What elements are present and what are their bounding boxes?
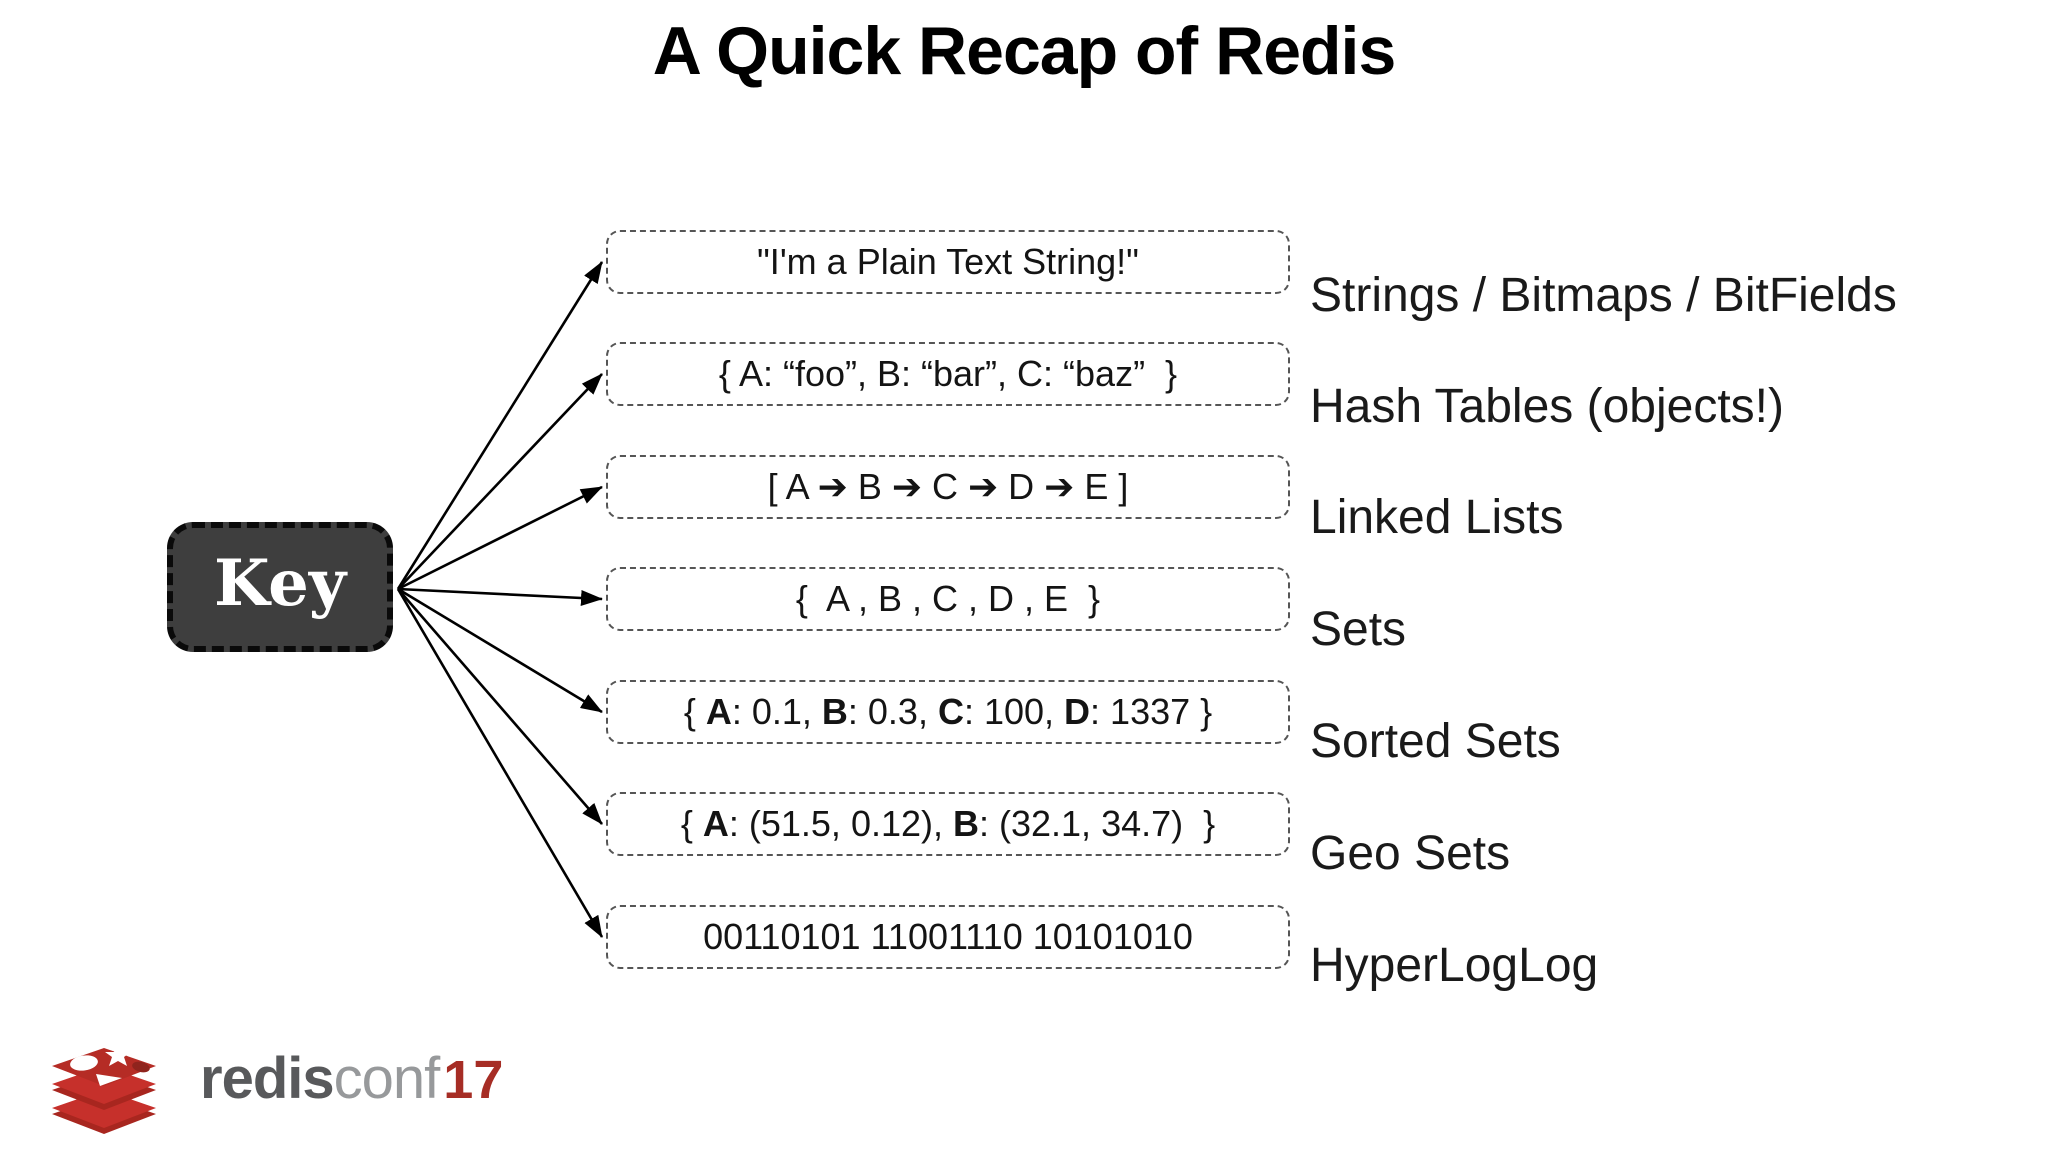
arrow-geoset [397,588,603,825]
arrow-sortedset [397,587,603,714]
logo-conf-text: conf [333,1046,441,1111]
value-text: "I'm a Plain Text String!" [757,241,1139,282]
redis-logo-icon [52,1044,156,1134]
arrow-hash [397,373,603,590]
value-box-string: "I'm a Plain Text String!" [606,230,1290,294]
value-text: 00110101 11001110 10101010 [703,916,1193,957]
arrow-strings [396,261,604,590]
value-box-set: { A , B , C , D , E } [606,567,1290,631]
value-box-geoset: { A: (51.5, 0.12), B: (32.1, 34.7) } [606,792,1290,856]
type-label-list: Linked Lists [1310,491,1564,544]
arrow-hll [396,588,604,938]
type-label-hll: HyperLogLog [1310,939,1599,992]
logo-year-text: 17 [443,1050,504,1110]
value-text: [ A ➔ B ➔ C ➔ D ➔ E ] [767,466,1129,507]
value-box-sortedset: { A: 0.1, B: 0.3, C: 100, D: 1337 } [606,680,1290,744]
type-label-hash: Hash Tables (objects!) [1310,380,1784,433]
type-label-geoset: Geo Sets [1310,827,1511,880]
type-label-strings: Strings / Bitmaps / BitFields [1310,269,1897,322]
value-text: { A: (51.5, 0.12), B: (32.1, 34.7) } [680,803,1216,844]
value-text: { A: “foo”, B: “bar”, C: “baz” } [718,353,1178,394]
value-box-hash: { A: “foo”, B: “bar”, C: “baz” } [606,342,1290,406]
type-label-set: Sets [1310,603,1407,656]
value-box-list: [ A ➔ B ➔ C ➔ D ➔ E ] [606,455,1290,519]
key-node: Key [167,522,393,652]
key-label: Key [213,546,347,621]
arrow-set [397,587,603,606]
arrow-list [397,485,603,591]
value-text: { A: 0.1, B: 0.3, C: 100, D: 1337 } [683,691,1213,732]
value-text: { A , B , C , D , E } [795,578,1101,619]
logo-redis-text: redis [200,1046,335,1111]
slide-title: A Quick Recap of Redis [652,13,1397,89]
value-box-hll: 00110101 11001110 10101010 [606,905,1290,969]
type-label-sortedset: Sorted Sets [1310,715,1561,768]
